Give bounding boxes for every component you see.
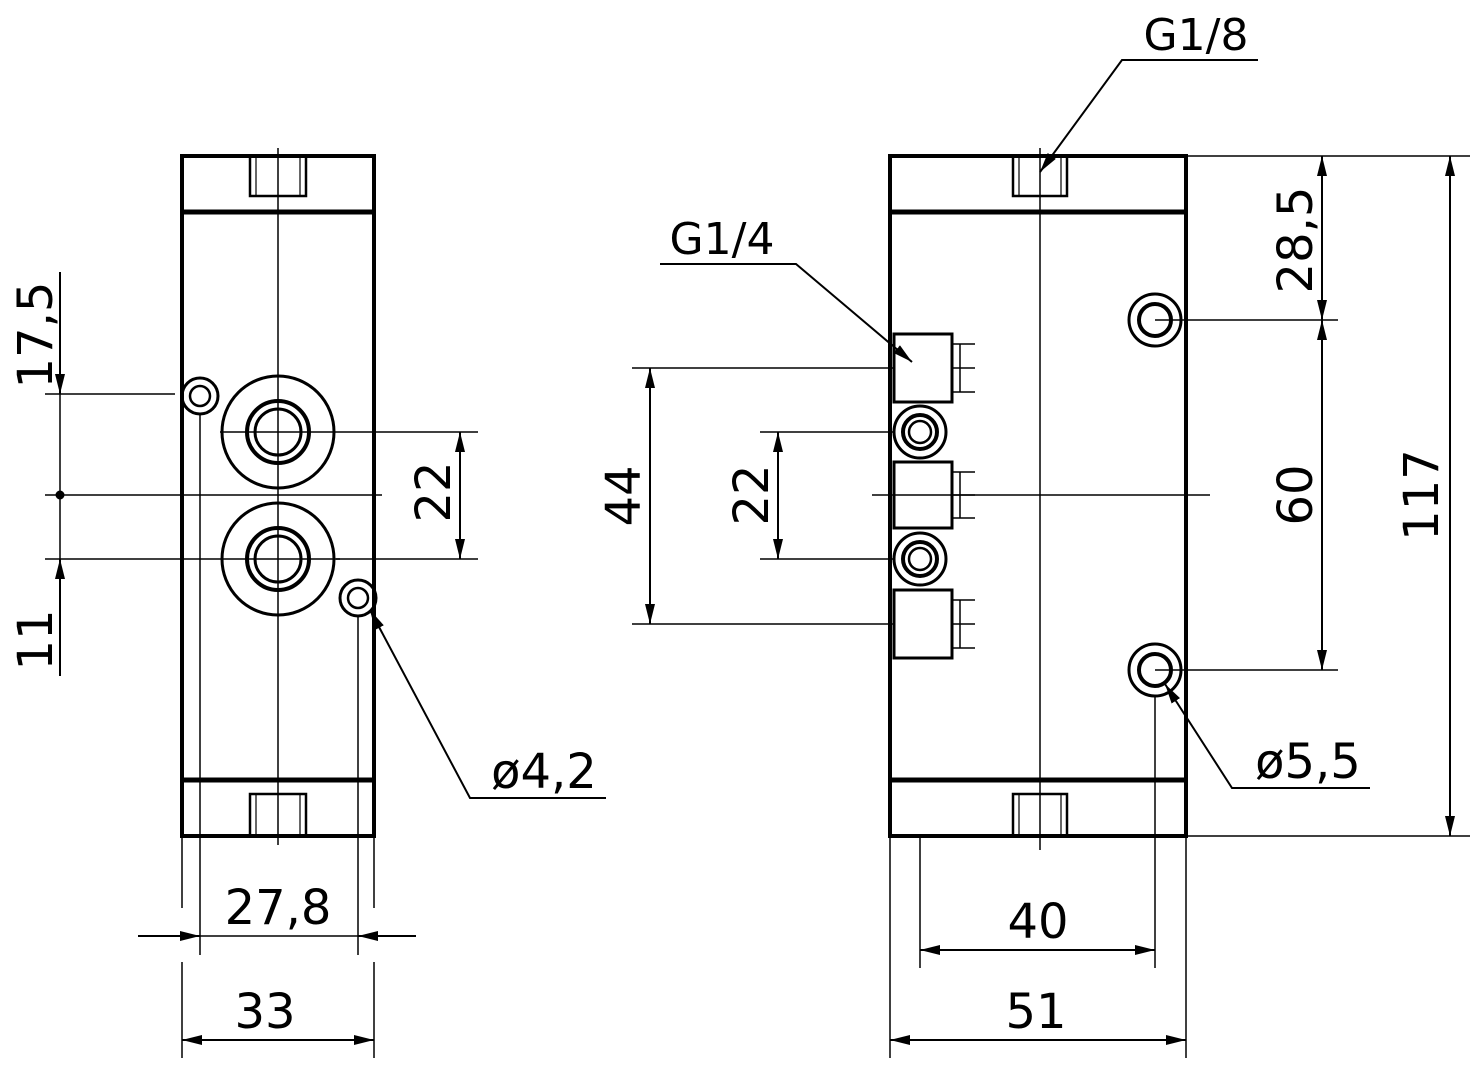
right-dim-28-5-label: 28,5 [1268,187,1324,294]
right-side-port-3 [892,588,975,660]
left-top-thread [248,154,308,198]
right-dim-51-label: 51 [1005,984,1066,1040]
right-dim-117-label: 117 [1394,449,1450,541]
left-leader-dia [369,609,606,799]
right-port-side-label: G1/4 [670,214,775,265]
right-pilot-port-upper [892,404,948,460]
right-dim-44-label: 44 [596,465,652,526]
right-leader-g18 [1039,59,1258,173]
right-pilot-port-lower [892,531,948,587]
right-dim-22-label: 22 [724,464,780,525]
left-dim-27-8-label: 27,8 [225,880,332,936]
left-dim-11-label: 11 [8,609,64,670]
left-view [45,148,606,1058]
right-side-port-1 [892,332,975,404]
left-mount-hole-upper [180,376,220,416]
left-dim-17-5-label: 17,5 [8,282,64,389]
right-leader-dia [1164,683,1370,789]
right-bottom-thread [1011,792,1069,838]
right-dim-60-label: 60 [1268,464,1324,525]
right-view [632,59,1470,1058]
right-hole-dia-label: ø5,5 [1255,734,1361,790]
left-dim-33-label: 33 [234,984,295,1040]
left-bottom-thread [248,792,308,838]
left-hole-dia-label: ø4,2 [491,744,597,800]
right-body-outline [888,154,1188,838]
left-dim-22-label: 22 [406,461,462,522]
right-leader-g14 [660,263,913,363]
right-side-port-2 [892,460,975,530]
right-port-top-label: G1/8 [1144,10,1249,61]
right-dim-40-label: 40 [1007,894,1068,950]
